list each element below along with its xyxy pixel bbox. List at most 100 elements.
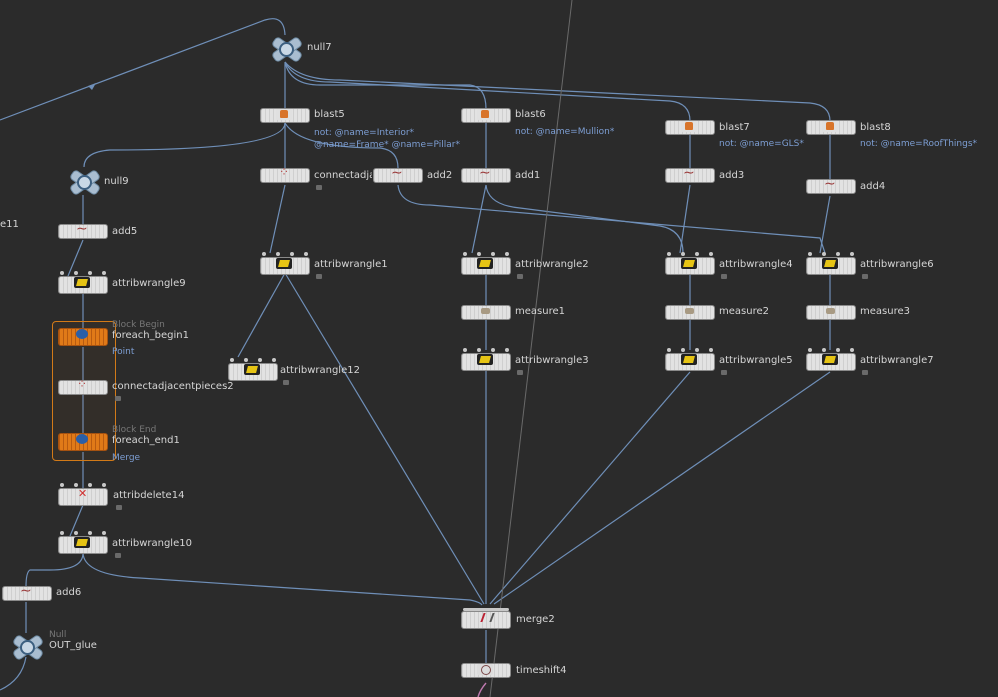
connectadjacentpieces2-label: connectadjacentpieces2 [112,381,234,392]
wrangle-icon [822,354,838,365]
attribwrangle3-label: attribwrangle3 [515,355,589,366]
null-icon [20,640,35,655]
foreach-end1-type-tag: Block End [112,425,157,435]
merge2-node[interactable] [461,608,511,629]
blast6-label: blast6 [515,109,546,120]
measure3-node[interactable] [806,305,856,320]
wrangle-icon [681,258,697,269]
foreach-begin1-node[interactable] [58,328,108,346]
measure-icon [822,306,838,317]
attribwrangle12-node[interactable] [228,358,278,381]
attribwrangle3-node[interactable] [461,348,511,371]
lock-icon [283,380,289,385]
wrangle-icon [276,258,292,269]
attribwrangle7-node[interactable] [806,348,856,371]
lock-icon [115,396,121,401]
attribwrangle1-node[interactable] [260,252,310,275]
foreach-begin-icon [76,329,88,339]
measure1-label: measure1 [515,306,565,317]
add-icon [389,165,405,181]
blast6-node[interactable] [461,108,511,123]
wrangle-icon [477,258,493,269]
measure2-node[interactable] [665,305,715,320]
connectadjacentpieces1-label: connectadjacentpieces1 [314,170,372,181]
blast5-node[interactable] [260,108,310,123]
add-icon [681,165,697,181]
attribwrangle1-label: attribwrangle1 [314,259,388,270]
lock-icon [115,553,121,558]
blast7-label: blast7 [719,122,750,133]
lock-icon [721,370,727,375]
blast8-node[interactable] [806,120,856,135]
attribute-delete-icon [74,487,90,500]
blast7-node[interactable] [665,120,715,135]
wrangle-icon [822,258,838,269]
merge2-label: merge2 [516,614,555,625]
blast8-group-expression: not: @name=RoofThings* [860,139,978,149]
attribdelete14-label: attribdelete14 [113,490,185,501]
add4-label: add4 [860,181,886,192]
blast6-group-expression: not: @name=Mullion* [515,127,615,137]
attribdelete14-node[interactable] [58,483,108,506]
foreach-end1-label: foreach_end1 [112,435,180,446]
lock-icon [116,505,122,510]
add3-node[interactable] [665,165,715,183]
attribwrangle6-label: attribwrangle6 [860,259,934,270]
blast5-label: blast5 [314,109,345,120]
lock-icon [316,185,322,190]
attribwrangle5-node[interactable] [665,348,715,371]
connectadjacentpieces1-node[interactable] [260,165,310,183]
out-glue-label: OUT_glue [49,640,97,651]
add5-node[interactable] [58,221,108,239]
measure3-label: measure3 [860,306,910,317]
foreach-end1-node[interactable] [58,433,108,451]
add6-node[interactable] [2,583,52,601]
wrangle-icon [477,354,493,365]
foreach-begin1-method: Point [112,347,135,357]
timeshift-icon [477,664,493,675]
connect-adjacent-icon [74,377,90,392]
out-glue-type-tag: Null [49,630,67,640]
null7-node[interactable] [267,34,304,64]
add3-label: add3 [719,170,745,181]
wrangle-icon [74,537,90,548]
lock-icon [517,274,523,279]
measure-icon [681,306,697,317]
attribwrangle10-node[interactable] [58,531,108,554]
measure1-node[interactable] [461,305,511,320]
null9-node[interactable] [65,167,102,197]
foreach-end-icon [76,434,88,444]
attribwrangle9-node[interactable] [58,271,108,294]
add-icon [477,165,493,181]
add2-label: add2 [427,170,453,181]
attribwrangle7-label: attribwrangle7 [860,355,934,366]
attribwrangle6-node[interactable] [806,252,856,275]
add4-node[interactable] [806,176,856,194]
add1-label: add1 [515,170,541,181]
foreach-end1-method: Merge [112,453,141,463]
timeshift4-label: timeshift4 [516,665,567,676]
add1-node[interactable] [461,165,511,183]
blast-icon [681,121,697,132]
lock-icon [316,274,322,279]
add2-node[interactable] [373,165,423,183]
timeshift4-node[interactable] [461,663,511,678]
merge-icon [477,612,493,623]
lock-icon [862,370,868,375]
attribwrangle2-node[interactable] [461,252,511,275]
foreach-begin1-label: foreach_begin1 [112,330,189,341]
connectadjacentpieces2-node[interactable] [58,377,108,395]
null7-label: null7 [307,42,332,53]
blast7-group-expression: not: @name=GLS* [719,139,804,149]
lock-icon [517,370,523,375]
blast-icon [822,121,838,132]
foreach-begin1-type-tag: Block Begin [112,320,165,330]
attribwrangle4-label: attribwrangle4 [719,259,793,270]
blast-icon [276,109,292,120]
wrangle-icon [74,277,90,288]
add-icon [74,221,90,237]
wrangle-icon [244,364,260,375]
out-glue-node[interactable] [8,632,45,662]
attribwrangle4-node[interactable] [665,252,715,275]
